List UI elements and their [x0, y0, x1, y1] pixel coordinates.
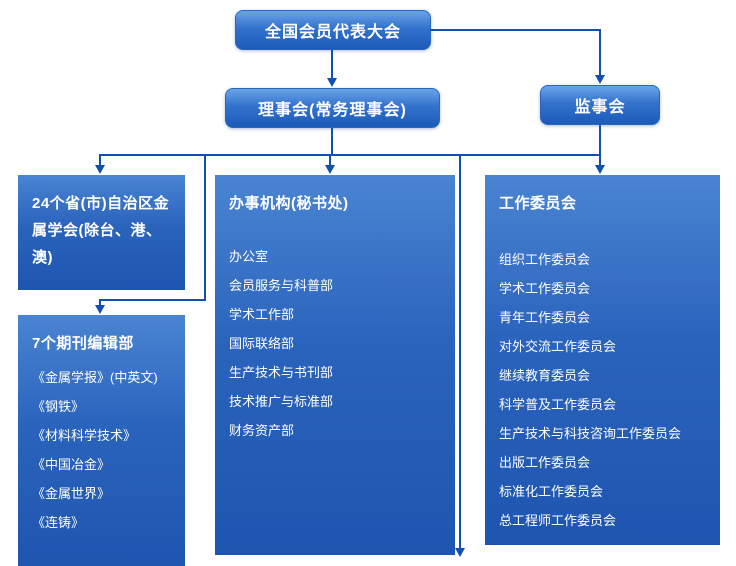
list-item: 学术工作部 [229, 307, 295, 322]
list-item: 《金属世界》 [32, 486, 111, 501]
list-item: 学术工作委员会 [499, 281, 591, 296]
list-item: 《材料科学技术》 [32, 428, 137, 443]
panel-provincial-title: 24个省(市)自治区金属学会(除台、港、澳) [32, 195, 170, 266]
list-item: 财务资产部 [229, 423, 295, 438]
list-item: 组织工作委员会 [499, 252, 591, 267]
list-item: 生产技术与科技咨询工作委员会 [499, 426, 682, 441]
connector-congress-supervisors [430, 29, 605, 84]
panel-secretariat-title: 办事机构(秘书处) [229, 195, 349, 212]
list-item: 出版工作委员会 [499, 455, 591, 470]
list-item: 对外交流工作委员会 [499, 339, 617, 354]
list-item: 《钢铁》 [32, 399, 85, 414]
node-congress: 全国会员代表大会 [235, 10, 431, 50]
panel-journals: 7个期刊编辑部 《金属学报》(中英文) 《钢铁》《材料科学技术》《中国冶金》《金属… [18, 315, 185, 566]
connector-branch-down [455, 155, 465, 557]
connector-congress-council [327, 50, 337, 87]
list-item: 技术推广与标准部 [229, 394, 334, 409]
list-item: 生产技术与书刊部 [229, 365, 334, 380]
node-council: 理事会(常务理事会) [225, 88, 440, 128]
panel-journals-title: 7个期刊编辑部 [32, 335, 134, 352]
list-item: 继续教育委员会 [499, 368, 591, 383]
list-item: 国际联络部 [229, 336, 295, 351]
connector-council-branch [99, 128, 601, 156]
secretariat-department-list: 办公室会员服务与科普部学术工作部国际联络部生产技术与书刊部技术推广与标准部财务资… [215, 242, 455, 445]
list-item: 《金属学报》(中英文) [32, 370, 158, 385]
journal-list: 《金属学报》(中英文) 《钢铁》《材料科学技术》《中国冶金》《金属世界》《连铸》 [18, 363, 185, 537]
list-item: 科学普及工作委员会 [499, 397, 617, 412]
connector-branch-provincial [95, 155, 105, 174]
panel-provincial-societies: 24个省(市)自治区金属学会(除台、港、澳) [18, 175, 185, 290]
panel-committees-title: 工作委员会 [499, 195, 577, 212]
list-item: 青年工作委员会 [499, 310, 591, 325]
panel-committees: 工作委员会 组织工作委员会学术工作委员会青年工作委员会对外交流工作委员会继续教育… [485, 175, 720, 545]
list-item: 办公室 [229, 249, 269, 264]
panel-secretariat: 办事机构(秘书处) 办公室会员服务与科普部学术工作部国际联络部生产技术与书刊部技… [215, 175, 455, 555]
node-supervisors: 监事会 [540, 85, 660, 125]
list-item: 《连铸》 [32, 515, 85, 530]
list-item: 会员服务与科普部 [229, 278, 334, 293]
committee-list: 组织工作委员会学术工作委员会青年工作委员会对外交流工作委员会继续教育委员会科学普… [485, 245, 720, 535]
connector-branch-secretariat [325, 155, 335, 174]
list-item: 总工程师工作委员会 [499, 513, 617, 528]
list-item: 标准化工作委员会 [499, 484, 604, 499]
list-item: 《中国冶金》 [32, 457, 111, 472]
connector-supervisors-committees [595, 125, 605, 174]
